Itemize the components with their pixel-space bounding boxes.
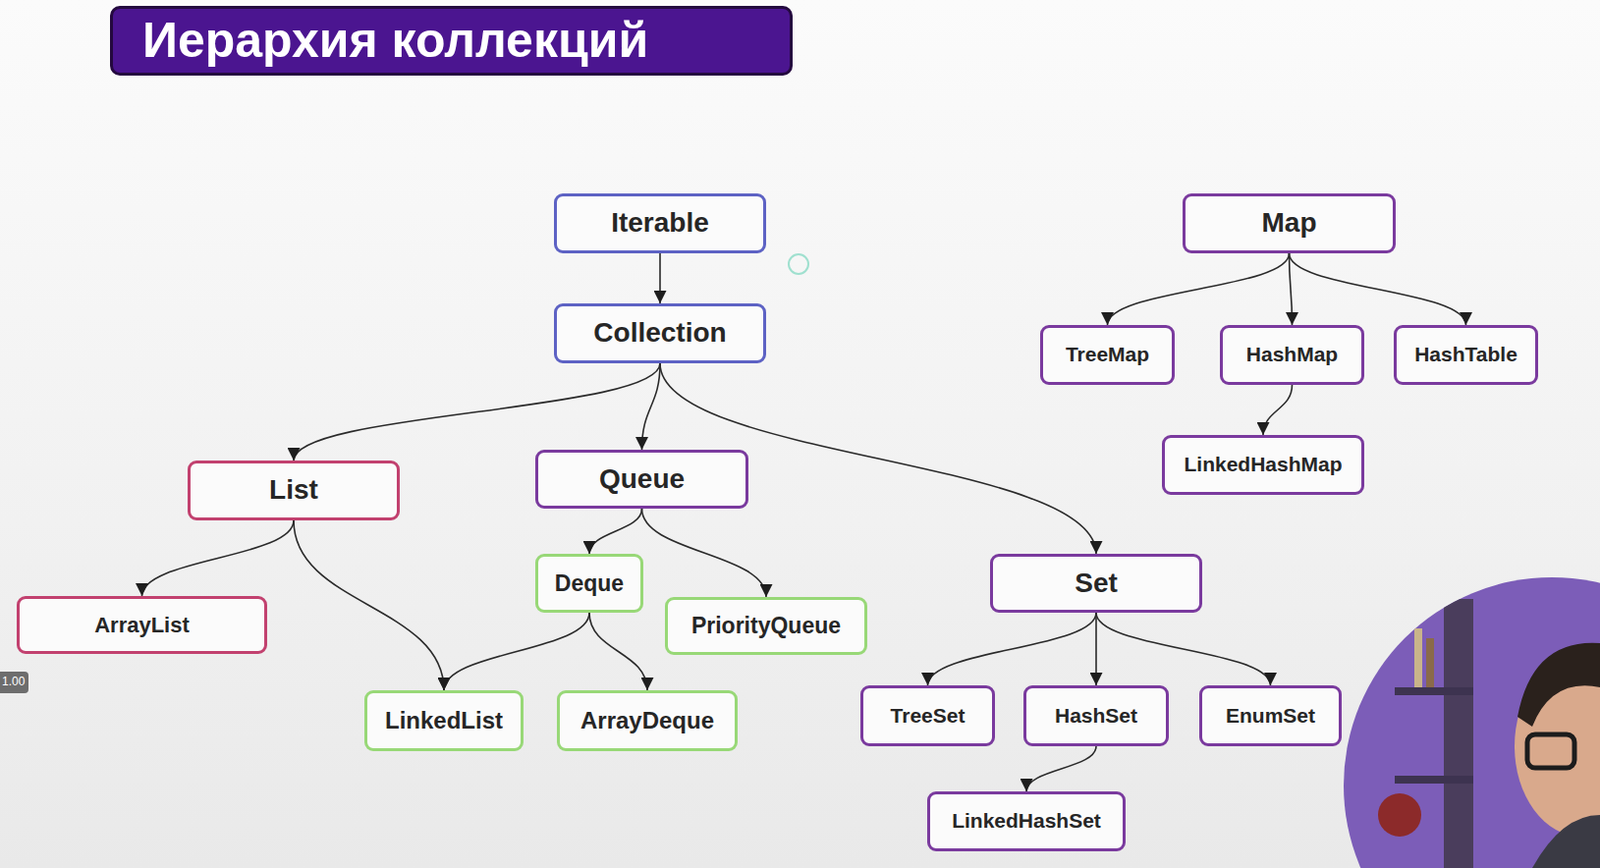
class-box: EnumSet [1199,685,1342,747]
cursor-ring [788,254,809,275]
class-box: Collection [553,303,767,364]
class-name: Collection [593,317,726,349]
class-box: Map [1182,193,1396,254]
webcam-plant [1378,793,1422,837]
class-name: Set [1074,567,1118,600]
inheritance-arrow [142,520,295,597]
inheritance-arrow [642,363,662,450]
inheritance-arrow [589,612,648,691]
webcam-hair [1517,643,1600,727]
class-box: Deque [535,553,644,613]
webcam-shelf [1394,687,1474,696]
title-banner: Иерархия коллекций [110,5,793,76]
inheritance-arrow [928,612,1098,686]
speed-text: 1.00 [1,675,25,690]
class-box: LinkedHashMap [1161,435,1365,496]
inheritance-arrow [443,612,590,691]
webcam-glasses [1527,734,1575,769]
class-box: LinkedList [364,690,524,752]
speed-badge: 1.00 [0,671,29,694]
inheritance-arrow [1095,612,1098,686]
class-box: TreeMap [1040,325,1175,386]
inheritance-arrow [1096,612,1271,686]
class-name: HashSet [1054,704,1138,728]
class-box: ArrayList [16,596,268,655]
inheritance-arrow [1107,253,1290,326]
class-name: PriorityQueue [691,612,841,639]
class-name: List [269,474,319,506]
class-box: Set [990,553,1203,613]
class-name: HashTable [1414,342,1518,367]
class-name: TreeSet [890,704,966,728]
class-name: Queue [599,463,685,496]
class-name: LinkedHashMap [1183,452,1342,477]
webcam-shirt [1532,815,1600,868]
class-name: ArrayList [94,612,190,638]
class-box: Queue [535,449,749,509]
title-text: Иерархия коллекций [142,12,649,70]
inheritance-arrow [1263,385,1293,436]
inheritance-arrow [642,508,768,598]
inheritance-arrow [1026,746,1097,792]
inheritance-arrow [293,363,661,461]
class-box: List [187,460,400,521]
class-box: LinkedHashSet [927,791,1126,852]
class-name: Map [1262,207,1318,239]
class-box: ArrayDeque [556,690,738,752]
class-name: LinkedList [385,707,503,735]
class-name: ArrayDeque [580,707,715,735]
inheritance-arrow [1289,253,1293,326]
class-box: TreeSet [860,685,995,747]
webcam-book [1414,628,1423,688]
webcam-book [1426,638,1435,688]
webcam-shelf-post [1443,599,1474,868]
webcam-shelf [1394,775,1474,784]
inheritance-arrow [293,520,444,691]
class-name: Iterable [610,207,710,239]
inheritance-arrow [659,253,662,304]
class-name: HashMap [1246,342,1338,367]
class-name: LinkedHashSet [951,809,1102,833]
class-box: Iterable [553,193,767,254]
class-box: PriorityQueue [664,597,868,656]
class-box: HashTable [1393,325,1539,386]
inheritance-arrow [589,508,643,554]
class-box: HashMap [1219,325,1365,386]
inheritance-arrow [1289,253,1467,326]
class-box: HashSet [1023,685,1169,747]
class-name: TreeMap [1065,342,1150,367]
class-name: Deque [554,570,624,597]
class-name: EnumSet [1225,704,1316,728]
webcam-figure [1335,569,1600,868]
